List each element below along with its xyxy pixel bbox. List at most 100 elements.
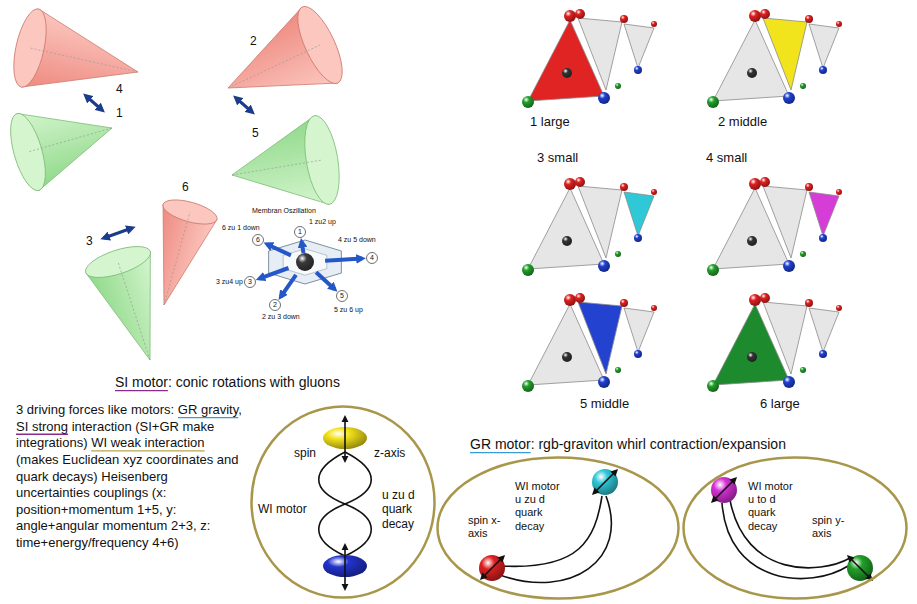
number-circle: [245, 277, 256, 288]
motion-label: 2 zu 3 down: [262, 313, 300, 321]
pink-cone: [160, 195, 219, 305]
cone-axis: [232, 160, 322, 175]
vertex-sphere: [522, 96, 534, 108]
decay-strand: [722, 503, 848, 579]
vertex-sphere: [836, 21, 842, 27]
callout-number: 6: [182, 180, 189, 194]
vertex-sphere: [575, 293, 585, 303]
graviton-triangle: [624, 24, 654, 68]
motion-label: 6 zu 1 down: [222, 224, 260, 232]
vertex-sphere: [634, 234, 642, 242]
vertex-sphere: [651, 189, 657, 195]
motor-caption: GR motor: rgb-graviton whirl contraction…: [470, 436, 786, 453]
vertex-sphere: [634, 66, 642, 74]
vertex-sphere: [783, 92, 795, 104]
ellipse-outline-svg: [682, 456, 908, 600]
quark-sphere: [479, 555, 505, 581]
vertex-sphere: [575, 9, 585, 19]
graviton-group: [707, 9, 842, 108]
circled-number: 4: [367, 254, 377, 262]
vertex-sphere: [620, 299, 628, 307]
circled-number: 5: [337, 292, 347, 300]
vertex-sphere: [805, 299, 813, 307]
callout-number: 3: [86, 234, 93, 248]
vertex-sphere: [760, 9, 770, 19]
underline-mark: [115, 390, 168, 391]
vertex-sphere: [522, 380, 534, 392]
number-circle: [337, 291, 348, 302]
cone-axis: [28, 128, 112, 152]
group-label: 6 large: [760, 396, 800, 412]
vertex-sphere: [805, 15, 813, 23]
gluon-arrow: [104, 228, 132, 238]
vertex-sphere: [598, 376, 610, 388]
vertex-sphere: [615, 367, 621, 373]
gluon-arrow: [86, 96, 102, 110]
ellipse-outline: [438, 458, 679, 599]
underline-mark: [470, 452, 531, 453]
vertex-sphere: [615, 251, 621, 257]
cone-base: [8, 6, 53, 90]
graviton-triangle: [578, 18, 622, 90]
callout-number: 4: [116, 82, 123, 96]
graviton-triangle: [578, 302, 622, 374]
vertex-sphere: [620, 183, 628, 191]
group-label: 5 middle: [580, 396, 629, 412]
green-cone: [82, 240, 154, 360]
underline-mark: [16, 434, 68, 435]
vertex-sphere: [819, 66, 827, 74]
vertex-sphere: [747, 68, 757, 78]
wi-motor-ellipse: WI motor u zu d quark decayspin x-axis: [436, 456, 680, 600]
underline-mark: [91, 450, 204, 451]
group-label: 1 large: [530, 114, 570, 130]
quark-sphere: [592, 469, 618, 495]
motion-label: 4 zu 5 down: [338, 236, 376, 244]
spin-arrow: [713, 479, 735, 501]
circled-number: 2: [270, 301, 280, 309]
quark-sphere: [711, 477, 737, 503]
axis-label: spin y-axis: [812, 514, 848, 540]
cone-base: [4, 110, 53, 195]
cone-axis: [228, 45, 320, 88]
graviton-group: [522, 9, 657, 108]
spin-arrow: [344, 546, 346, 588]
vertex-sphere: [522, 264, 534, 276]
wi-motor-ellipse: WI motor u to d quark decayspin y-axis: [682, 456, 908, 600]
spin-arrow: [594, 471, 616, 493]
motion-label: 3 zu4 up: [216, 278, 243, 286]
axis-label: z-axis: [374, 446, 405, 460]
circled-number: 3: [245, 278, 255, 286]
motor-label: WI motor: [258, 502, 307, 516]
graviton-group: [522, 177, 657, 276]
vertex-sphere: [564, 178, 576, 190]
figure-title: Membran Oszillation: [252, 207, 316, 215]
vertex-sphere: [634, 350, 642, 358]
green-cone: [4, 110, 112, 195]
cone-base: [299, 113, 345, 207]
number-circle: [270, 300, 281, 311]
graviton-triangle: [624, 192, 654, 236]
vertex-sphere: [598, 92, 610, 104]
vertex-sphere: [651, 305, 657, 311]
decay-label: u zu d quark decay: [382, 488, 428, 531]
vertex-sphere: [598, 260, 610, 272]
spin-arrow: [849, 557, 871, 579]
spin-arrow: [344, 418, 346, 460]
callout-number: 5: [252, 126, 259, 140]
vertex-sphere: [800, 83, 806, 89]
vertex-sphere: [836, 305, 842, 311]
graviton-triangle: [763, 186, 807, 258]
vertex-sphere: [747, 236, 757, 246]
ellipse-outline: [684, 458, 907, 599]
vertex-sphere: [747, 352, 757, 362]
ellipse-outline: [252, 407, 435, 598]
vertex-sphere: [805, 183, 813, 191]
vertex-sphere: [800, 251, 806, 257]
vertex-sphere: [707, 264, 719, 276]
graviton-triangle: [763, 302, 807, 374]
vertex-sphere: [749, 178, 761, 190]
oscillation-arrow: [302, 242, 304, 253]
number-circle: [295, 227, 306, 238]
gluon-arrow: [236, 98, 252, 112]
axis-label: spin x-axis: [468, 514, 504, 540]
